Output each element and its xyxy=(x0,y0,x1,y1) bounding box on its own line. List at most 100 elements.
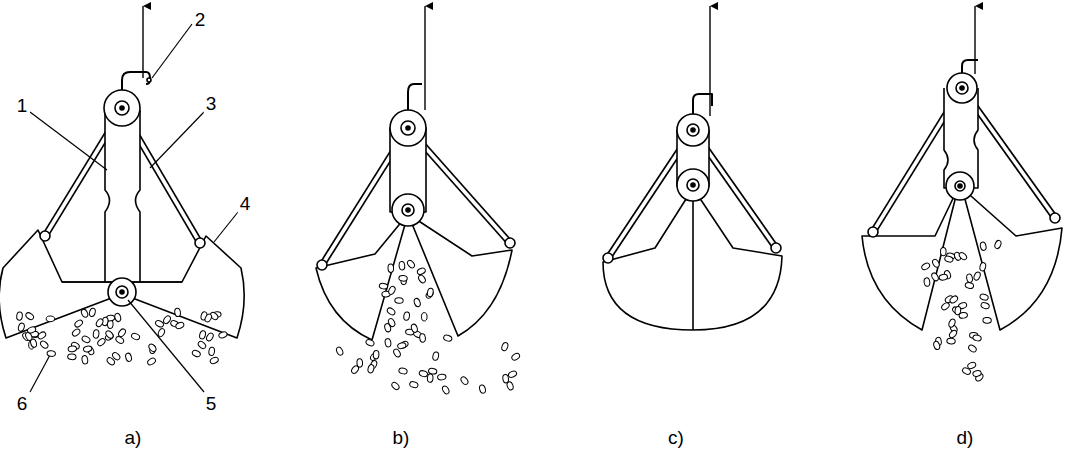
material-lump xyxy=(367,364,375,374)
material-lump xyxy=(427,374,433,383)
material-lump xyxy=(508,370,518,378)
material-lump xyxy=(421,313,427,321)
material-lump xyxy=(47,350,56,357)
material-lump xyxy=(416,267,426,276)
material-lump xyxy=(947,338,956,344)
callout-number: 2 xyxy=(193,10,208,31)
material-lump xyxy=(379,283,388,290)
material-lump xyxy=(388,264,394,273)
material-lump xyxy=(105,330,115,340)
panel-caption: d) xyxy=(955,428,976,449)
material-lump xyxy=(157,328,166,338)
material-lump xyxy=(68,346,77,353)
material-lump xyxy=(501,342,509,352)
callout-number: 6 xyxy=(15,394,30,415)
material-lump xyxy=(162,315,171,325)
material-lump xyxy=(980,242,987,251)
material-lump xyxy=(93,329,100,338)
material-lump xyxy=(208,347,215,356)
material-lump xyxy=(931,258,940,268)
material-lump xyxy=(384,338,391,347)
material-lump xyxy=(954,306,961,315)
material-lump xyxy=(417,274,426,284)
material-lump xyxy=(437,374,446,380)
material-lump xyxy=(16,312,23,321)
material-lump xyxy=(966,274,973,283)
material-lump xyxy=(427,288,434,297)
material-lump xyxy=(131,332,141,340)
material-lump xyxy=(460,376,470,386)
material-lump xyxy=(410,323,418,333)
material-lump xyxy=(89,308,97,318)
material-lump xyxy=(391,381,401,391)
material-lump xyxy=(965,282,974,289)
material-lump xyxy=(399,261,405,270)
material-lump xyxy=(409,381,419,389)
material-lump xyxy=(406,259,416,269)
material-lump xyxy=(395,297,404,303)
bucket-opening xyxy=(316,6,515,340)
material-lump xyxy=(994,240,1002,250)
material-lump xyxy=(17,322,25,332)
material-lump xyxy=(983,317,992,323)
material-lump xyxy=(951,306,961,316)
material-lump xyxy=(46,316,54,322)
material-lump xyxy=(930,272,939,282)
material-lump xyxy=(980,302,990,310)
material-lump xyxy=(71,328,81,338)
callout-number: 3 xyxy=(204,94,219,115)
material-lump xyxy=(387,285,396,295)
material-lump xyxy=(967,344,977,353)
material-lump xyxy=(154,319,164,328)
bulk-material xyxy=(16,240,1002,395)
material-lump xyxy=(933,341,941,351)
material-lump xyxy=(948,318,956,328)
material-lump xyxy=(973,271,982,281)
material-lump xyxy=(96,337,106,347)
bucket-discharging xyxy=(862,6,1062,330)
material-lump xyxy=(199,330,207,340)
material-lump xyxy=(191,349,201,358)
material-lump xyxy=(125,353,132,363)
panel-caption: c) xyxy=(666,428,686,449)
leader-lines xyxy=(30,24,238,392)
material-lump xyxy=(147,357,157,366)
material-lump xyxy=(27,326,37,334)
material-lump xyxy=(979,262,986,271)
material-lump xyxy=(940,301,950,311)
material-lump xyxy=(403,312,410,321)
material-lump xyxy=(111,351,121,361)
material-lump xyxy=(373,350,379,359)
material-lump xyxy=(419,370,429,378)
material-lump xyxy=(67,354,76,360)
callout-number: 1 xyxy=(15,96,30,117)
material-lump xyxy=(39,340,49,350)
material-lump xyxy=(398,367,408,375)
material-lump xyxy=(209,356,219,365)
material-lump xyxy=(95,318,104,328)
material-lump xyxy=(479,384,487,394)
material-lump xyxy=(413,298,421,308)
material-lump xyxy=(37,331,47,341)
material-lump xyxy=(30,338,38,348)
callout-number: 4 xyxy=(238,194,253,215)
callout-number: 5 xyxy=(204,394,219,415)
material-lump xyxy=(511,352,521,361)
material-lump xyxy=(944,255,954,263)
material-lump xyxy=(357,359,363,368)
material-lump xyxy=(218,331,228,339)
material-lump xyxy=(921,262,931,271)
material-lump xyxy=(204,313,213,323)
material-lump xyxy=(399,275,408,281)
bucket-open xyxy=(0,6,244,338)
material-lump xyxy=(148,343,158,353)
material-lump xyxy=(74,319,84,329)
material-lump xyxy=(432,351,439,360)
material-lump xyxy=(441,385,450,395)
bucket-closed xyxy=(603,6,782,330)
material-lump xyxy=(335,346,344,356)
material-lump xyxy=(197,340,207,350)
material-lump xyxy=(117,328,127,338)
